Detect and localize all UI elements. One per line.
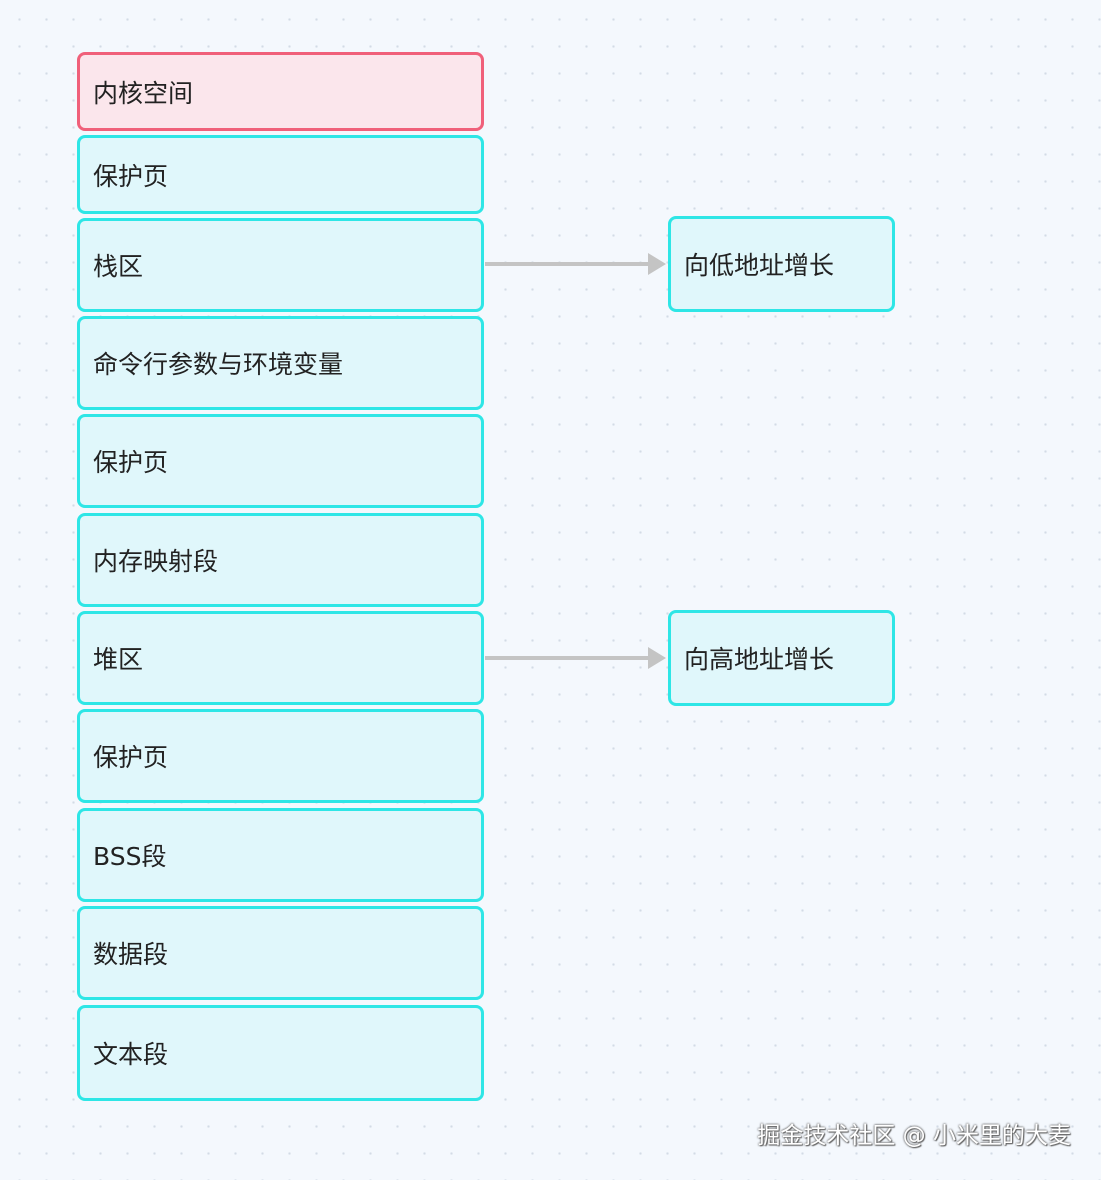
segment-guard-page-top: 保护页 (77, 135, 484, 214)
segment-args-env: 命令行参数与环境变量 (77, 316, 484, 410)
segment-label: 堆区 (93, 645, 144, 674)
segment-data: 数据段 (77, 906, 484, 1000)
note-label: 向低地址增长 (684, 251, 835, 280)
note-stack-growth: 向低地址增长 (668, 216, 895, 312)
segment-stack: 栈区 (77, 218, 484, 312)
segment-label: 保护页 (93, 448, 169, 477)
segment-text: 文本段 (77, 1005, 484, 1101)
stack-growth-arrowhead (648, 253, 666, 275)
segment-guard-page-middle: 保护页 (77, 414, 484, 508)
note-heap-growth: 向高地址增长 (668, 610, 895, 706)
segment-kernel-space: 内核空间 (77, 52, 484, 131)
segment-guard-page-bottom: 保护页 (77, 709, 484, 803)
heap-growth-arrowhead (648, 647, 666, 669)
segment-heap: 堆区 (77, 611, 484, 705)
segment-label: 保护页 (93, 743, 169, 772)
segment-label: 保护页 (93, 161, 169, 191)
segment-label: BSS段 (93, 842, 167, 871)
segment-label: 命令行参数与环境变量 (93, 350, 344, 379)
watermark: 掘金技术社区 @ 小米里的大麦 (757, 1123, 1071, 1149)
segment-label: 文本段 (93, 1040, 169, 1069)
note-label: 向高地址增长 (684, 645, 835, 674)
segment-label: 内存映射段 (93, 547, 219, 576)
segment-mmap: 内存映射段 (77, 513, 484, 607)
segment-label: 栈区 (93, 252, 144, 281)
segment-label: 内核空间 (93, 78, 194, 108)
segment-label: 数据段 (93, 940, 169, 969)
segment-bss: BSS段 (77, 808, 484, 902)
